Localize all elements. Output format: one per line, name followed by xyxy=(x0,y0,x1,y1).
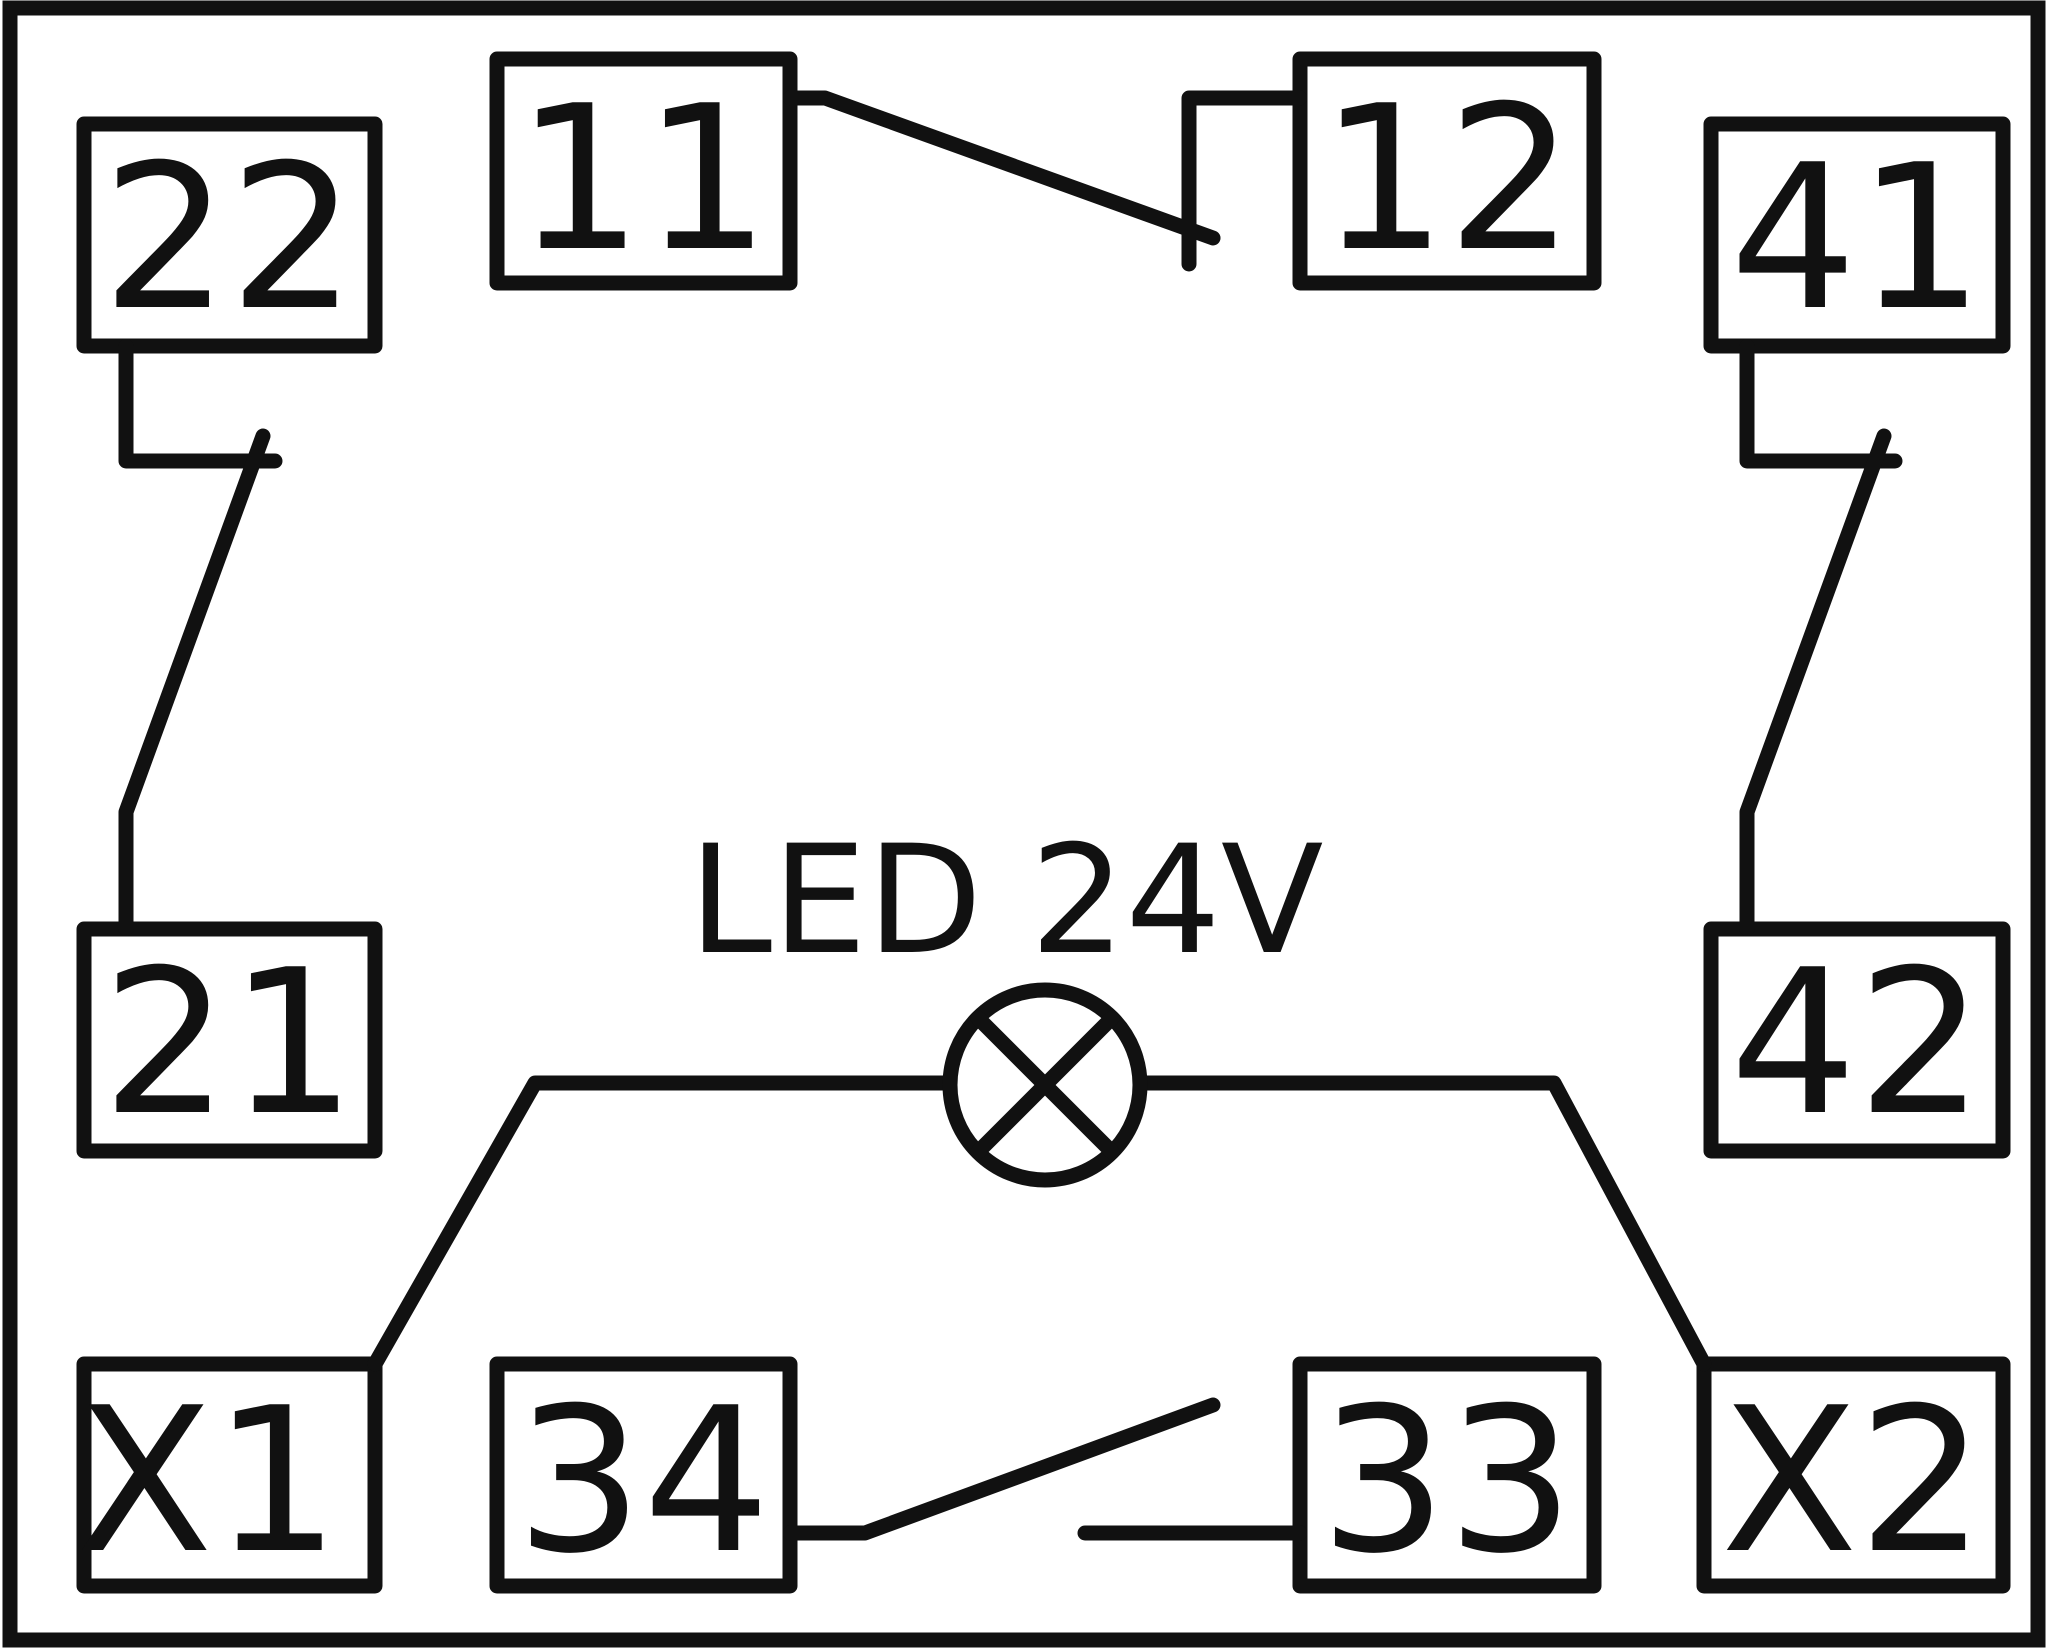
terminal-box-34 xyxy=(489,1356,798,1594)
terminal-label-34: 34 xyxy=(516,1365,771,1598)
terminal-label-22: 22 xyxy=(102,122,357,355)
terminal-box-x1 xyxy=(76,1356,383,1594)
led-wire-x1 xyxy=(367,1075,958,1372)
terminal-label-42: 42 xyxy=(1730,927,1985,1160)
terminal-label-21: 21 xyxy=(102,927,357,1160)
contact-22-21-fixed xyxy=(118,338,283,469)
terminal-label-33: 33 xyxy=(1320,1365,1575,1598)
terminal-label-12: 12 xyxy=(1320,63,1575,296)
terminal-box-11 xyxy=(489,51,798,291)
terminal-box-41 xyxy=(1703,116,2011,354)
led-wire-x2 xyxy=(1132,1075,1712,1372)
terminal-box-x2 xyxy=(1696,1356,2011,1594)
terminal-box-42 xyxy=(1703,921,2011,1159)
terminal-box-33 xyxy=(1292,1356,1602,1594)
led-lamp-cross-b xyxy=(970,1010,1120,1160)
terminal-box-21 xyxy=(76,921,383,1159)
contact-11-12-lever xyxy=(782,90,1221,246)
led-lamp-icon xyxy=(942,982,1148,1188)
contact-34-33-lever xyxy=(782,1397,1221,1541)
terminal-label-x2: X2 xyxy=(1721,1365,1985,1598)
terminal-label-41: 41 xyxy=(1730,122,1985,355)
contact-22-21-lever xyxy=(118,428,271,937)
contact-41-42-fixed xyxy=(1739,338,1903,469)
led-caption: LED 24V xyxy=(688,814,1323,988)
contact-41-42-lever xyxy=(1739,428,1892,937)
terminal-box-12 xyxy=(1292,51,1602,291)
terminal-box-22 xyxy=(76,116,383,354)
contact-11-12-fixed xyxy=(1181,90,1308,272)
terminal-label-x1: X1 xyxy=(76,1365,340,1598)
terminal-label-11: 11 xyxy=(516,63,771,296)
